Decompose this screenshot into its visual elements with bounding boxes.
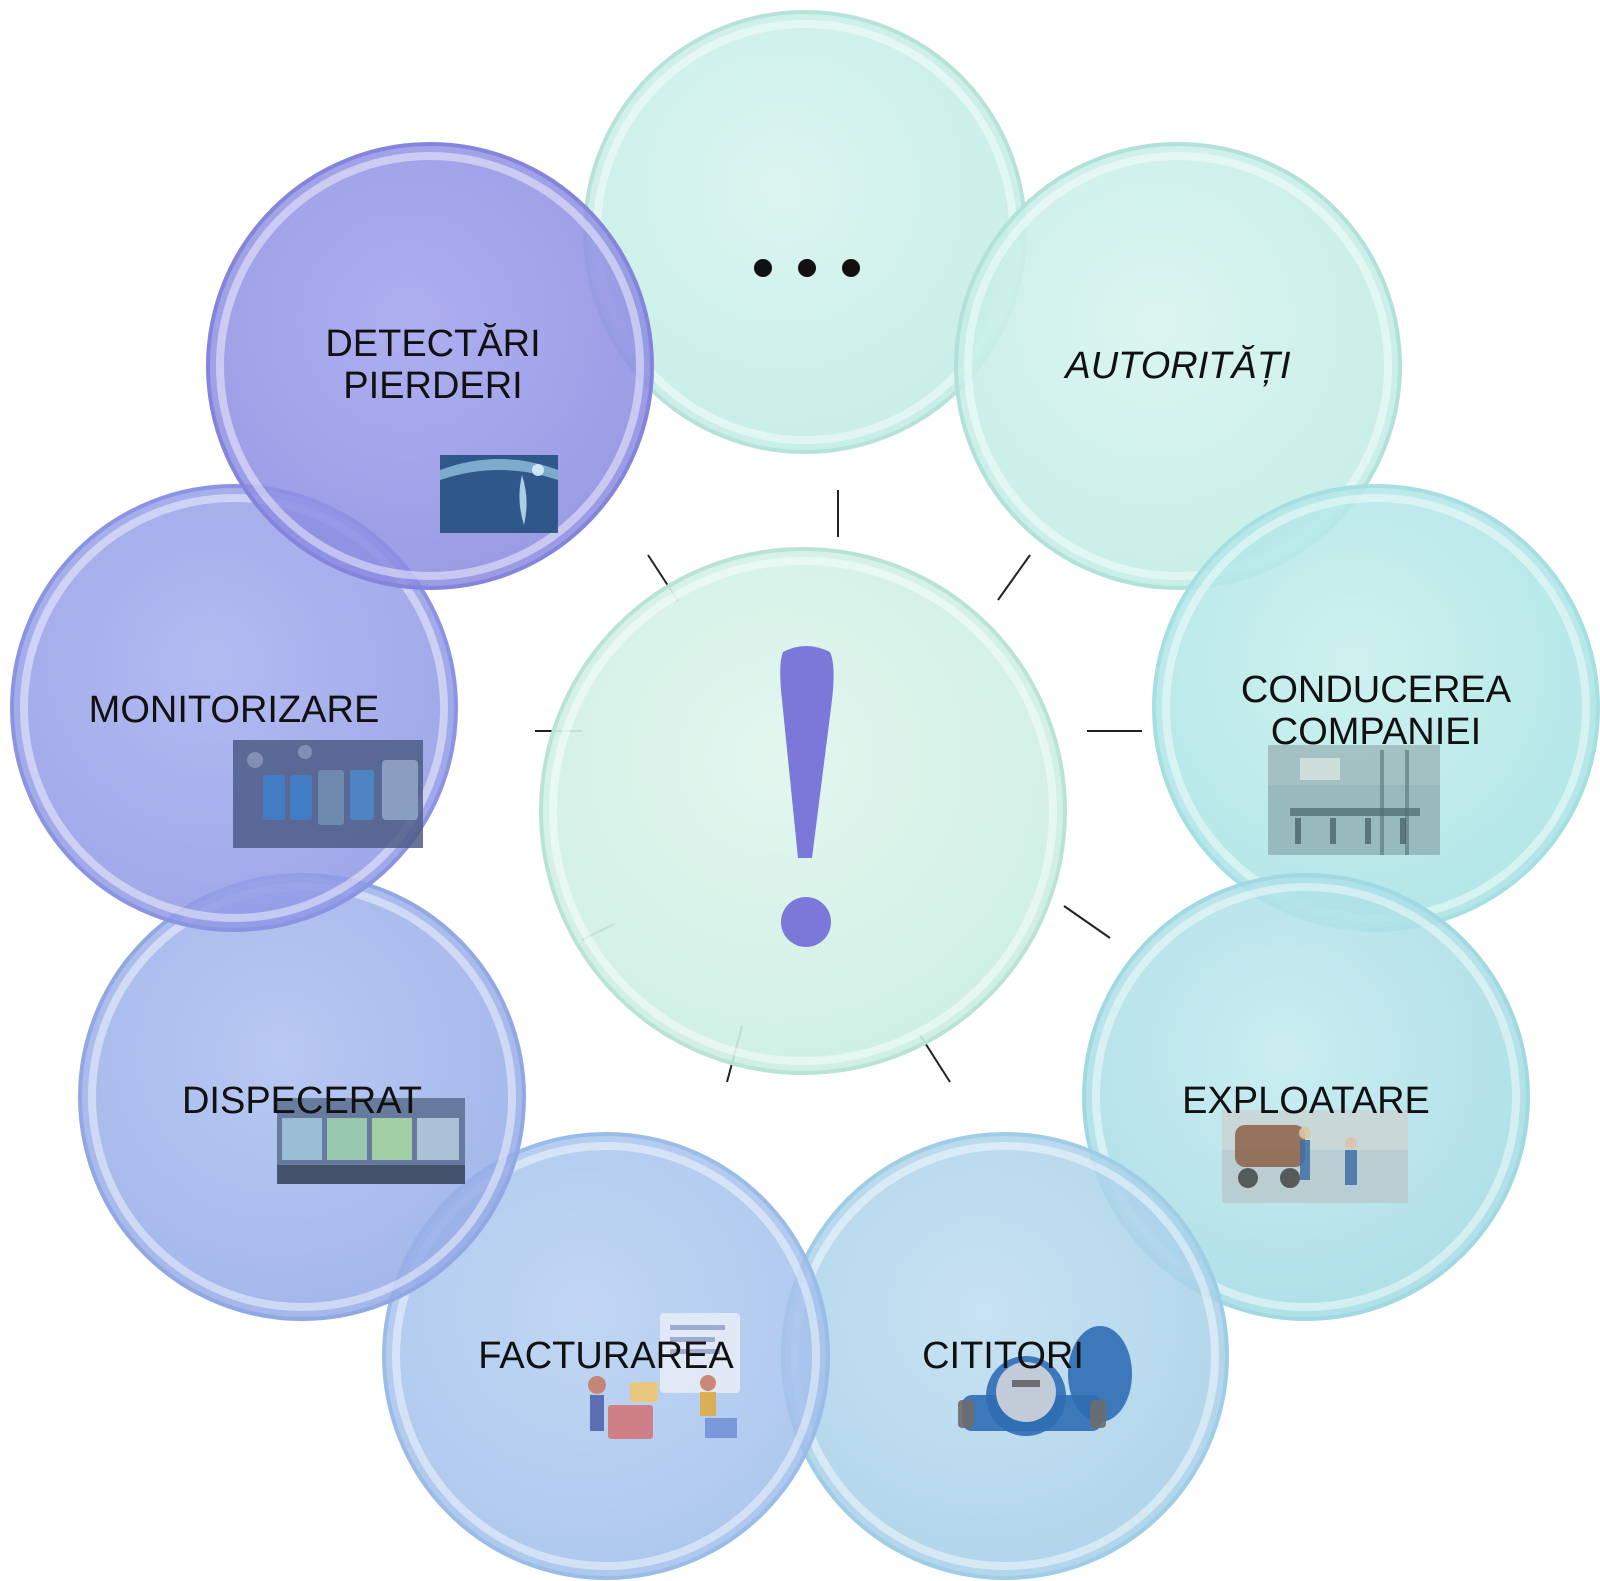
node-cititori-label: CITITORI — [922, 1335, 1084, 1377]
node-dispecerat-label: DISPECERAT — [182, 1080, 422, 1122]
water-leak-photo — [440, 455, 558, 533]
node-conducerea: CONDUCEREA COMPANIEI — [1152, 484, 1600, 932]
node-autoritati: AUTORITĂȚI — [954, 142, 1402, 590]
node-dispecerat: DISPECERAT — [78, 873, 526, 1321]
node-detectari: DETECTĂRI PIERDERI — [206, 142, 654, 590]
node-detectari-label-line1: DETECTĂRI — [325, 322, 540, 365]
connector-tick-lower-right — [1063, 905, 1111, 939]
node-monitorizare: MONITORIZARE — [10, 484, 458, 932]
ellipsis-icon — [754, 259, 860, 277]
billing-illustration — [588, 1313, 740, 1439]
sewer-truck-photo — [1222, 1110, 1408, 1203]
control-room-photo — [277, 1098, 465, 1184]
water-meter-icon — [958, 1326, 1132, 1436]
center-circle — [539, 547, 1067, 1075]
meeting-room-photo — [1268, 745, 1440, 855]
connector-tick-top-right — [997, 554, 1031, 601]
node-autoritati-label: AUTORITĂȚI — [1063, 344, 1291, 387]
node-detectari-label-line2: PIERDERI — [343, 365, 522, 407]
monitoring-equipment-photo — [233, 740, 423, 848]
node-facturarea-label: FACTURAREA — [478, 1335, 734, 1377]
node-facturarea: FACTURAREA — [382, 1132, 830, 1580]
node-exploatare: EXPLOATARE — [1082, 873, 1530, 1321]
exclamation-icon — [780, 646, 834, 947]
node-cititori: CITITORI — [781, 1132, 1229, 1580]
node-conducerea-label-line2: COMPANIEI — [1271, 711, 1481, 753]
node-exploatare-label: EXPLOATARE — [1182, 1080, 1430, 1122]
node-monitorizare-label: MONITORIZARE — [89, 689, 380, 731]
node-conducerea-label-line1: CONDUCEREA — [1241, 669, 1512, 711]
